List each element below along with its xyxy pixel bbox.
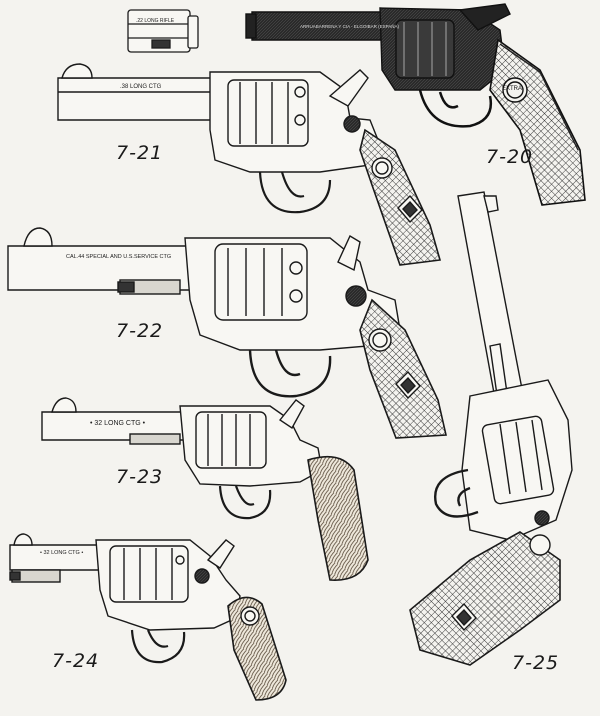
revolver-7-23 [41, 397, 369, 581]
figure-label-7-20: 7-20 [486, 146, 534, 168]
revolver-7-20 [245, 3, 586, 206]
grip-medallion-7-20: EXTRA [502, 86, 523, 92]
figure-label-7-23: 7-23 [116, 466, 164, 488]
barrel-marking-7-21: .38 LONG CTG [120, 84, 162, 90]
inset-cylinder [127, 9, 199, 53]
barrel-marking-7-24: • 32 LONG CTG • [40, 550, 84, 556]
barrel-marking-7-22: CAL.44 SPECIAL AND U.S.SERVICE CTG [66, 254, 172, 260]
figure-label-7-24: 7-24 [52, 650, 100, 672]
barrel-marking-7-23: • 32 LONG CTG • [90, 420, 146, 427]
figure-label-7-21: 7-21 [116, 142, 164, 164]
revolver-7-21 [57, 63, 442, 266]
barrel-marking-7-20: ARRUABARRENA Y CIA - ELGOIBAR (ESPAÑA) [300, 24, 400, 29]
revolver-7-25 [409, 191, 573, 666]
revolver-7-22 [7, 227, 447, 439]
inset-marking: .22 LONG RIFLE [136, 18, 175, 24]
figure-label-7-22: 7-22 [116, 320, 164, 342]
revolver-7-24 [9, 533, 287, 701]
figure-label-7-25: 7-25 [512, 652, 560, 674]
